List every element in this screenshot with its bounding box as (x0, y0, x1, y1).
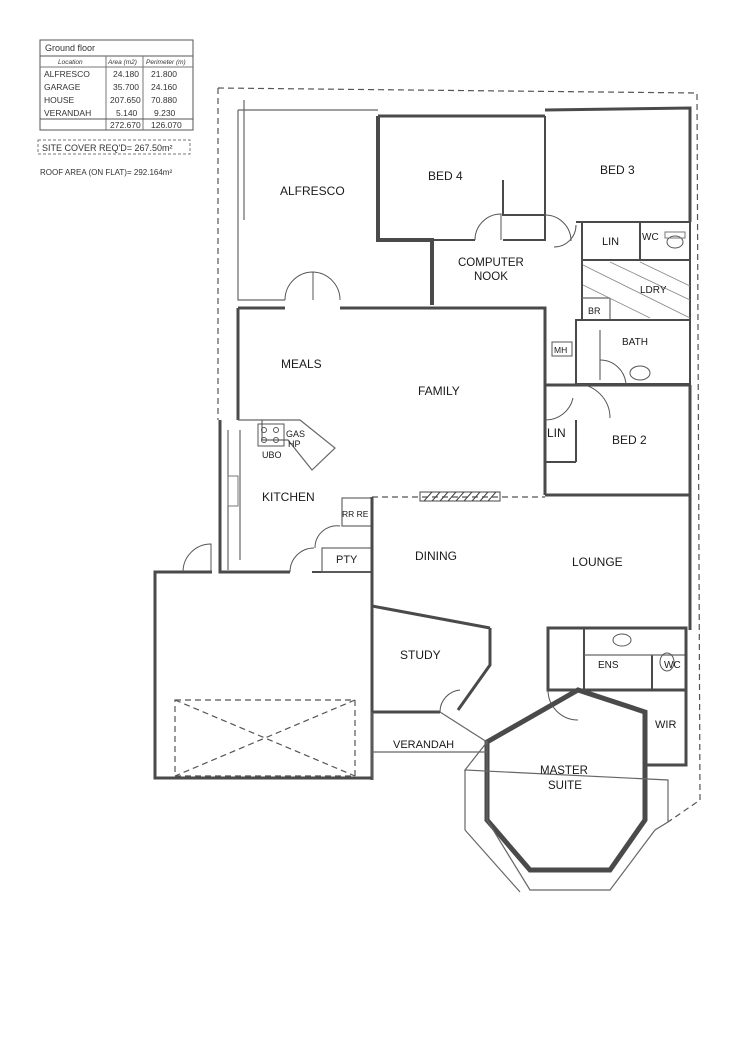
room-kitchen: KITCHEN (262, 490, 315, 504)
room-dining: DINING (415, 549, 457, 563)
table-row-4-area: 5.140 (116, 108, 138, 118)
room-alfresco: ALFRESCO (280, 184, 345, 198)
site-notes: SITE COVER REQ'D= 267.50m² ROOF AREA (ON… (37, 139, 191, 177)
door-swings (182, 213, 627, 721)
garage (153, 570, 372, 780)
table-row-2-perimeter: 24.160 (151, 82, 177, 92)
table-row-3-perimeter: 70.880 (151, 95, 177, 105)
table-row-3-area: 207.650 (110, 95, 141, 105)
house-walls (218, 100, 692, 893)
table-title: Ground floor (45, 43, 95, 53)
room-computer: COMPUTER (458, 257, 524, 269)
room-bed2: BED 2 (612, 433, 647, 447)
table-row-2-area: 35.700 (113, 82, 139, 92)
room-suite: SUITE (548, 780, 582, 792)
room-lin-mid: LIN (547, 426, 566, 440)
fixtures (227, 231, 691, 672)
table-row-4-perimeter: 9.230 (154, 108, 176, 118)
area-table: Ground floor Location Area (m2) Perimete… (39, 39, 194, 131)
room-ensuite: ENS (598, 660, 619, 671)
room-wc-top: WC (642, 232, 659, 243)
site-cover-note: SITE COVER REQ'D= 267.50m² (42, 143, 173, 153)
room-family: FAMILY (418, 384, 460, 398)
room-master: MASTER (540, 765, 588, 777)
table-row-2-location: GARAGE (44, 82, 81, 92)
room-mh: MH (554, 345, 567, 355)
table-row-1-area: 24.180 (113, 69, 139, 79)
label-hp: HP (288, 439, 301, 449)
room-lin-top: LIN (602, 236, 619, 248)
room-bed4: BED 4 (428, 169, 463, 183)
room-wc-ensuite: WC (664, 660, 681, 671)
table-row-4-location: VERANDAH (44, 108, 91, 118)
table-row-1-location: ALFRESCO (44, 69, 90, 79)
table-header-perimeter: Perimeter (m) (146, 59, 186, 66)
room-verandah: VERANDAH (393, 739, 454, 751)
table-row-3-location: HOUSE (44, 95, 75, 105)
table-total-area: 272.670 (110, 120, 141, 130)
room-bath: BATH (622, 337, 648, 348)
roof-area-note: ROOF AREA (ON FLAT)= 292.164m² (40, 168, 172, 177)
room-nook: NOOK (474, 271, 508, 283)
room-pantry: PTY (336, 554, 358, 566)
roof-outline (217, 87, 701, 823)
label-gas: GAS (286, 429, 305, 439)
room-labels: ALFRESCO BED 4 BED 3 COMPUTER NOOK LIN W… (262, 163, 681, 792)
room-meals: MEALS (281, 357, 322, 371)
table-row-1-perimeter: 21.800 (151, 69, 177, 79)
room-ldry: LDRY (640, 285, 667, 296)
table-total-perimeter: 126.070 (151, 120, 182, 130)
room-bed3: BED 3 (600, 163, 635, 177)
label-rr-re: RR RE (342, 509, 369, 519)
room-lounge: LOUNGE (572, 555, 623, 569)
label-ubo: UBO (262, 450, 282, 460)
room-br: BR (588, 306, 601, 316)
room-wir: WIR (655, 719, 676, 731)
room-study: STUDY (400, 648, 441, 662)
table-header-area: Area (m2) (107, 59, 137, 66)
table-header-location: Location (58, 59, 83, 66)
